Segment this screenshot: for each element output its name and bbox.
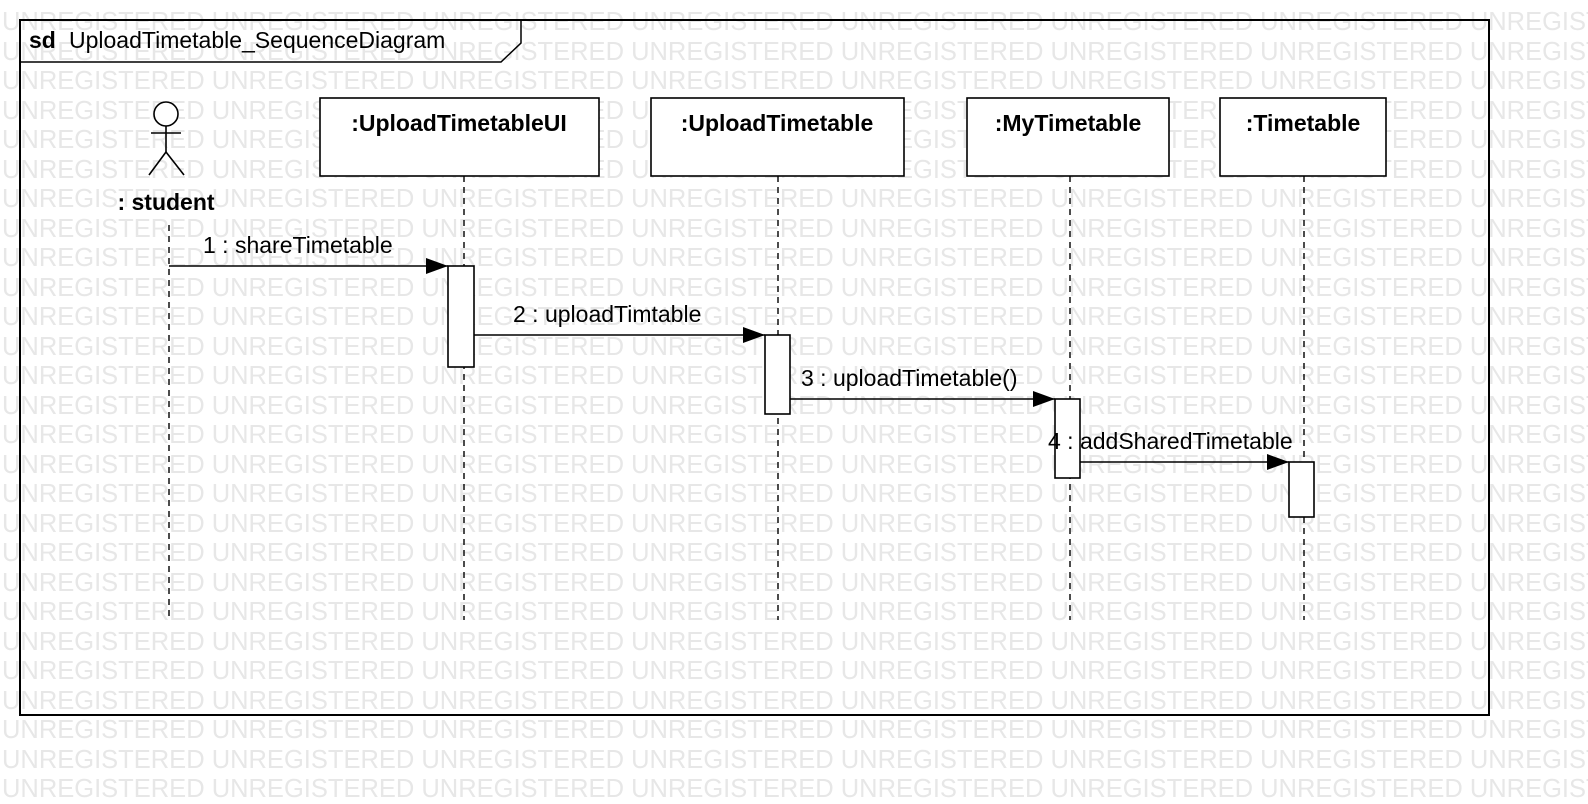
diagram-frame: sd UploadTimetable_SequenceDiagram: [19, 19, 1490, 716]
message-label: 2 : uploadTimtable: [513, 301, 701, 327]
message-label: 4 : addSharedTimetable: [1048, 428, 1293, 454]
lifeline-uploadtimetable: :UploadTimetable: [650, 97, 905, 177]
lifeline-label: :Timetable: [1246, 110, 1361, 136]
lifeline-timetable: :Timetable: [1219, 97, 1387, 177]
message-3: 3 : uploadTimetable(): [790, 365, 1055, 407]
lifeline-label: :MyTimetable: [995, 110, 1142, 136]
lifeline-label: :UploadTimetable: [681, 110, 874, 136]
message-2: 2 : uploadTimtable: [474, 301, 765, 343]
stick-figure-icon: [148, 101, 185, 176]
message-label: 3 : uploadTimetable(): [801, 365, 1017, 391]
frame-title: UploadTimetable_SequenceDiagram: [69, 27, 445, 53]
message-1: 1 : shareTimetable: [169, 232, 448, 274]
activation-bar-timetable: [1288, 461, 1315, 518]
activation-bar-uploadtimetable: [764, 334, 791, 415]
lifeline-uploadtimetableui: :UploadTimetableUI: [319, 97, 600, 177]
actor-student: : student: [117, 101, 215, 215]
lifeline-label: :UploadTimetableUI: [351, 110, 567, 136]
message-4: 4 : addSharedTimetable: [1048, 428, 1293, 470]
actor-label: : student: [117, 189, 214, 215]
lifeline-mytimetable: :MyTimetable: [966, 97, 1170, 177]
frame-keyword: sd: [29, 27, 56, 53]
message-label: 1 : shareTimetable: [203, 232, 393, 258]
activation-bar-mytimetable: [1054, 398, 1081, 479]
activation-bar-uploadtimetableui: [447, 265, 475, 368]
